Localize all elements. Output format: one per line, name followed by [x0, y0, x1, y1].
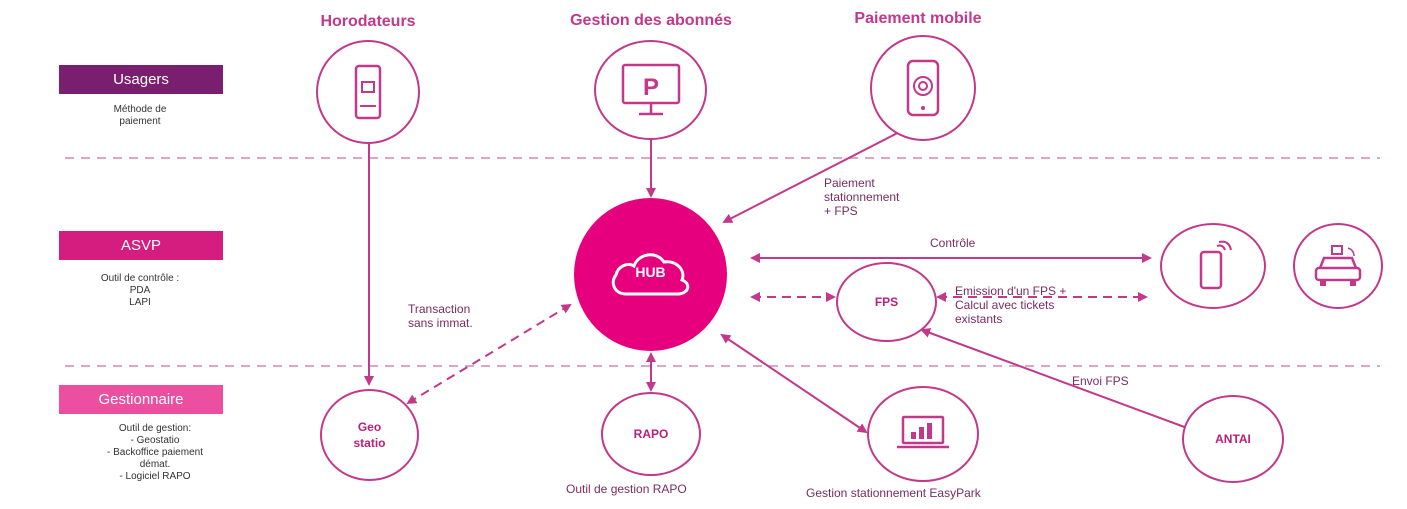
geostatio-label: Geo statio [353, 420, 386, 450]
label-envoi-fps: Envoi FPS [1072, 374, 1129, 388]
title-paiement-mobile: Paiement mobile [854, 10, 982, 27]
parking-screen-icon: P [621, 63, 680, 116]
role-asvp-desc: Outil de contrôle : PDA LAPI [100, 273, 180, 308]
car-camera-icon [1314, 245, 1362, 286]
label-paiement-stationnement: Paiement stationnement + FPS [824, 176, 900, 218]
smartphone-icon [906, 59, 940, 117]
hub-node: HUB [574, 198, 727, 351]
caption-easypark: Gestion stationnement EasyPark [806, 486, 981, 500]
controle-car-circle [1293, 223, 1383, 309]
fps-node: FPS [836, 262, 937, 342]
hub-label: HUB [635, 264, 666, 280]
fps-label: FPS [874, 295, 899, 309]
label-controle: Contrôle [930, 236, 976, 250]
rapo-label: RAPO [633, 427, 669, 441]
phone-nfc-icon [1199, 240, 1232, 290]
controle-phone-circle [1160, 223, 1266, 309]
role-gestionnaire-desc: Outil de gestion: - Geostatio - Backoffi… [107, 423, 203, 482]
laptop-chart-icon [897, 415, 949, 449]
label-transaction: Transaction sans immat. [408, 302, 473, 330]
abonnes-circle: P [594, 40, 707, 140]
antai-label: ANTAI [1215, 432, 1251, 446]
role-asvp: ASVP [59, 231, 223, 260]
title-horodateurs: Horodateurs [320, 13, 416, 30]
cloud-icon [611, 253, 689, 296]
svg-text:P: P [642, 74, 658, 101]
role-usagers-desc: Méthode de paiement [113, 104, 167, 127]
title-abonnes: Gestion des abonnés [570, 12, 732, 29]
arrow-hub-easypark [720, 333, 868, 434]
caption-rapo: Outil de gestion RAPO [566, 482, 687, 496]
label-emission-fps: Emission d'un FPS + Calcul avec tickets … [955, 284, 1067, 326]
role-gestionnaire: Gestionnaire [59, 385, 223, 414]
antai-node: ANTAI [1182, 395, 1284, 483]
paiement-mobile-circle [870, 35, 976, 141]
role-usagers: Usagers [59, 65, 223, 94]
rapo-node: RAPO [601, 392, 701, 476]
easypark-node [867, 386, 979, 482]
parking-meter-icon [354, 64, 382, 120]
horodateurs-circle [316, 40, 420, 144]
geostatio-node: Geo statio [320, 389, 419, 481]
